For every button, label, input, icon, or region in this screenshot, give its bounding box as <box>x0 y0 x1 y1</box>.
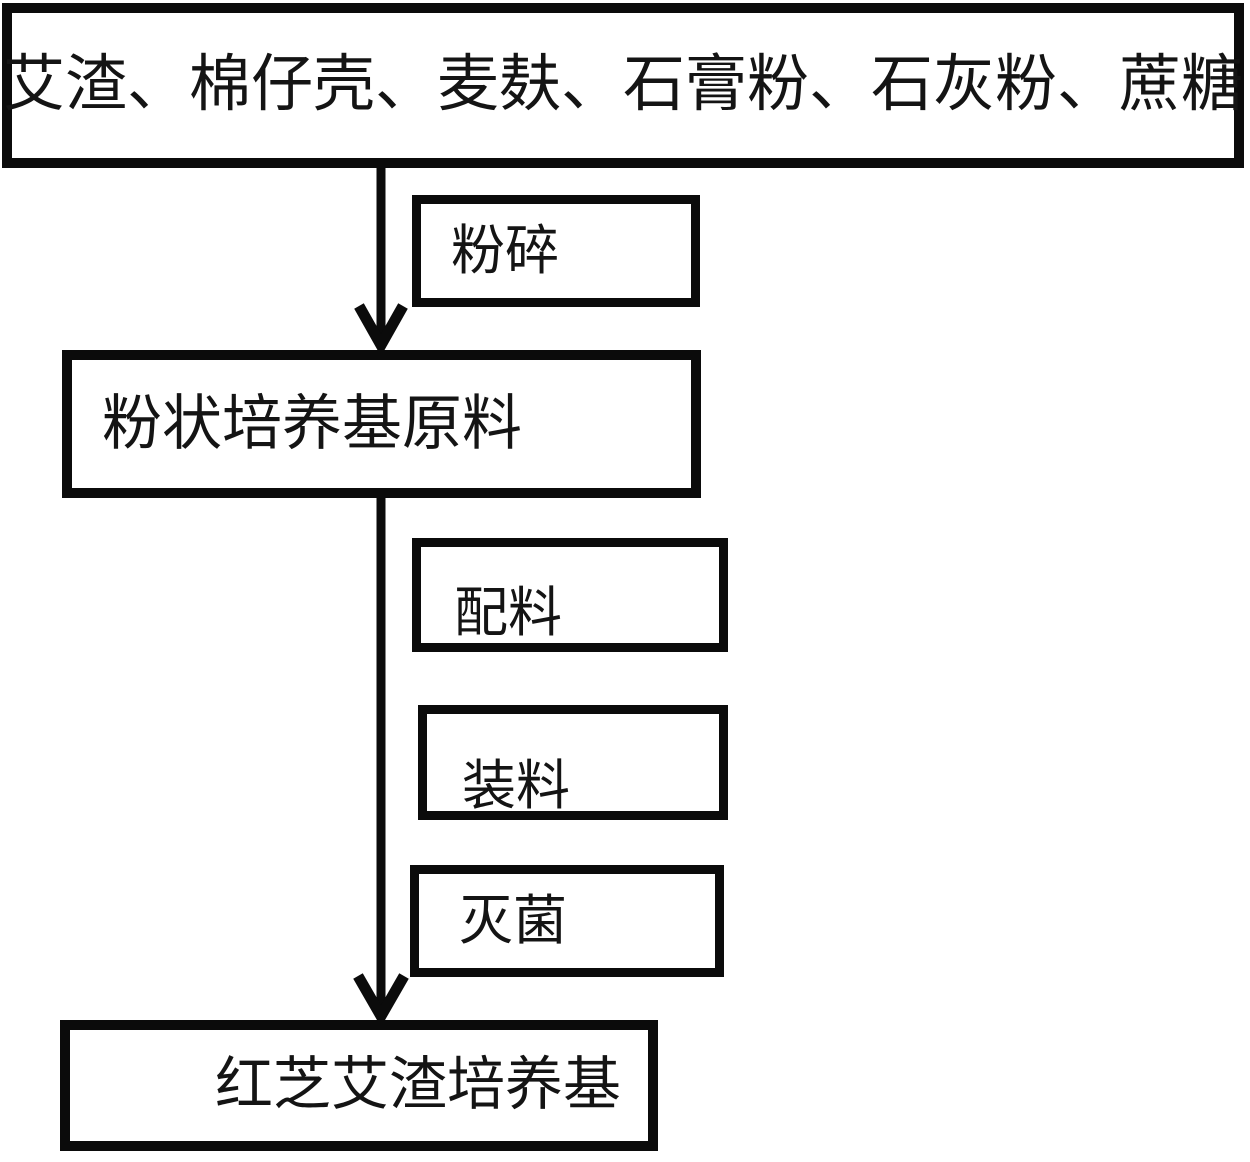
node-crush-label: 粉碎 <box>451 220 559 281</box>
node-sterilize-step: 灭菌 <box>410 865 724 977</box>
node-powder-label: 粉状培养基原料 <box>102 390 522 457</box>
node-powder-material: 粉状培养基原料 <box>62 350 701 498</box>
node-mix-label: 配料 <box>454 583 562 644</box>
node-crush-step: 粉碎 <box>412 195 700 307</box>
node-output-label: 红芝艾渣培养基 <box>214 1052 621 1118</box>
arrow-powder-to-output <box>353 492 409 1028</box>
node-fill-label: 装料 <box>462 756 570 817</box>
node-output-medium: 红芝艾渣培养基 <box>60 1020 658 1151</box>
arrow-ingredients-to-powder <box>354 160 408 357</box>
node-sterilize-label: 灭菌 <box>459 890 567 951</box>
node-ingredients: 艾渣、棉仔壳、麦麸、石膏粉、石灰粉、蔗糖 <box>2 3 1244 168</box>
node-ingredients-label: 艾渣、棉仔壳、麦麸、石膏粉、石灰粉、蔗糖 <box>3 50 1244 119</box>
node-mix-step: 配料 <box>412 538 728 652</box>
node-fill-step: 装料 <box>418 705 728 820</box>
